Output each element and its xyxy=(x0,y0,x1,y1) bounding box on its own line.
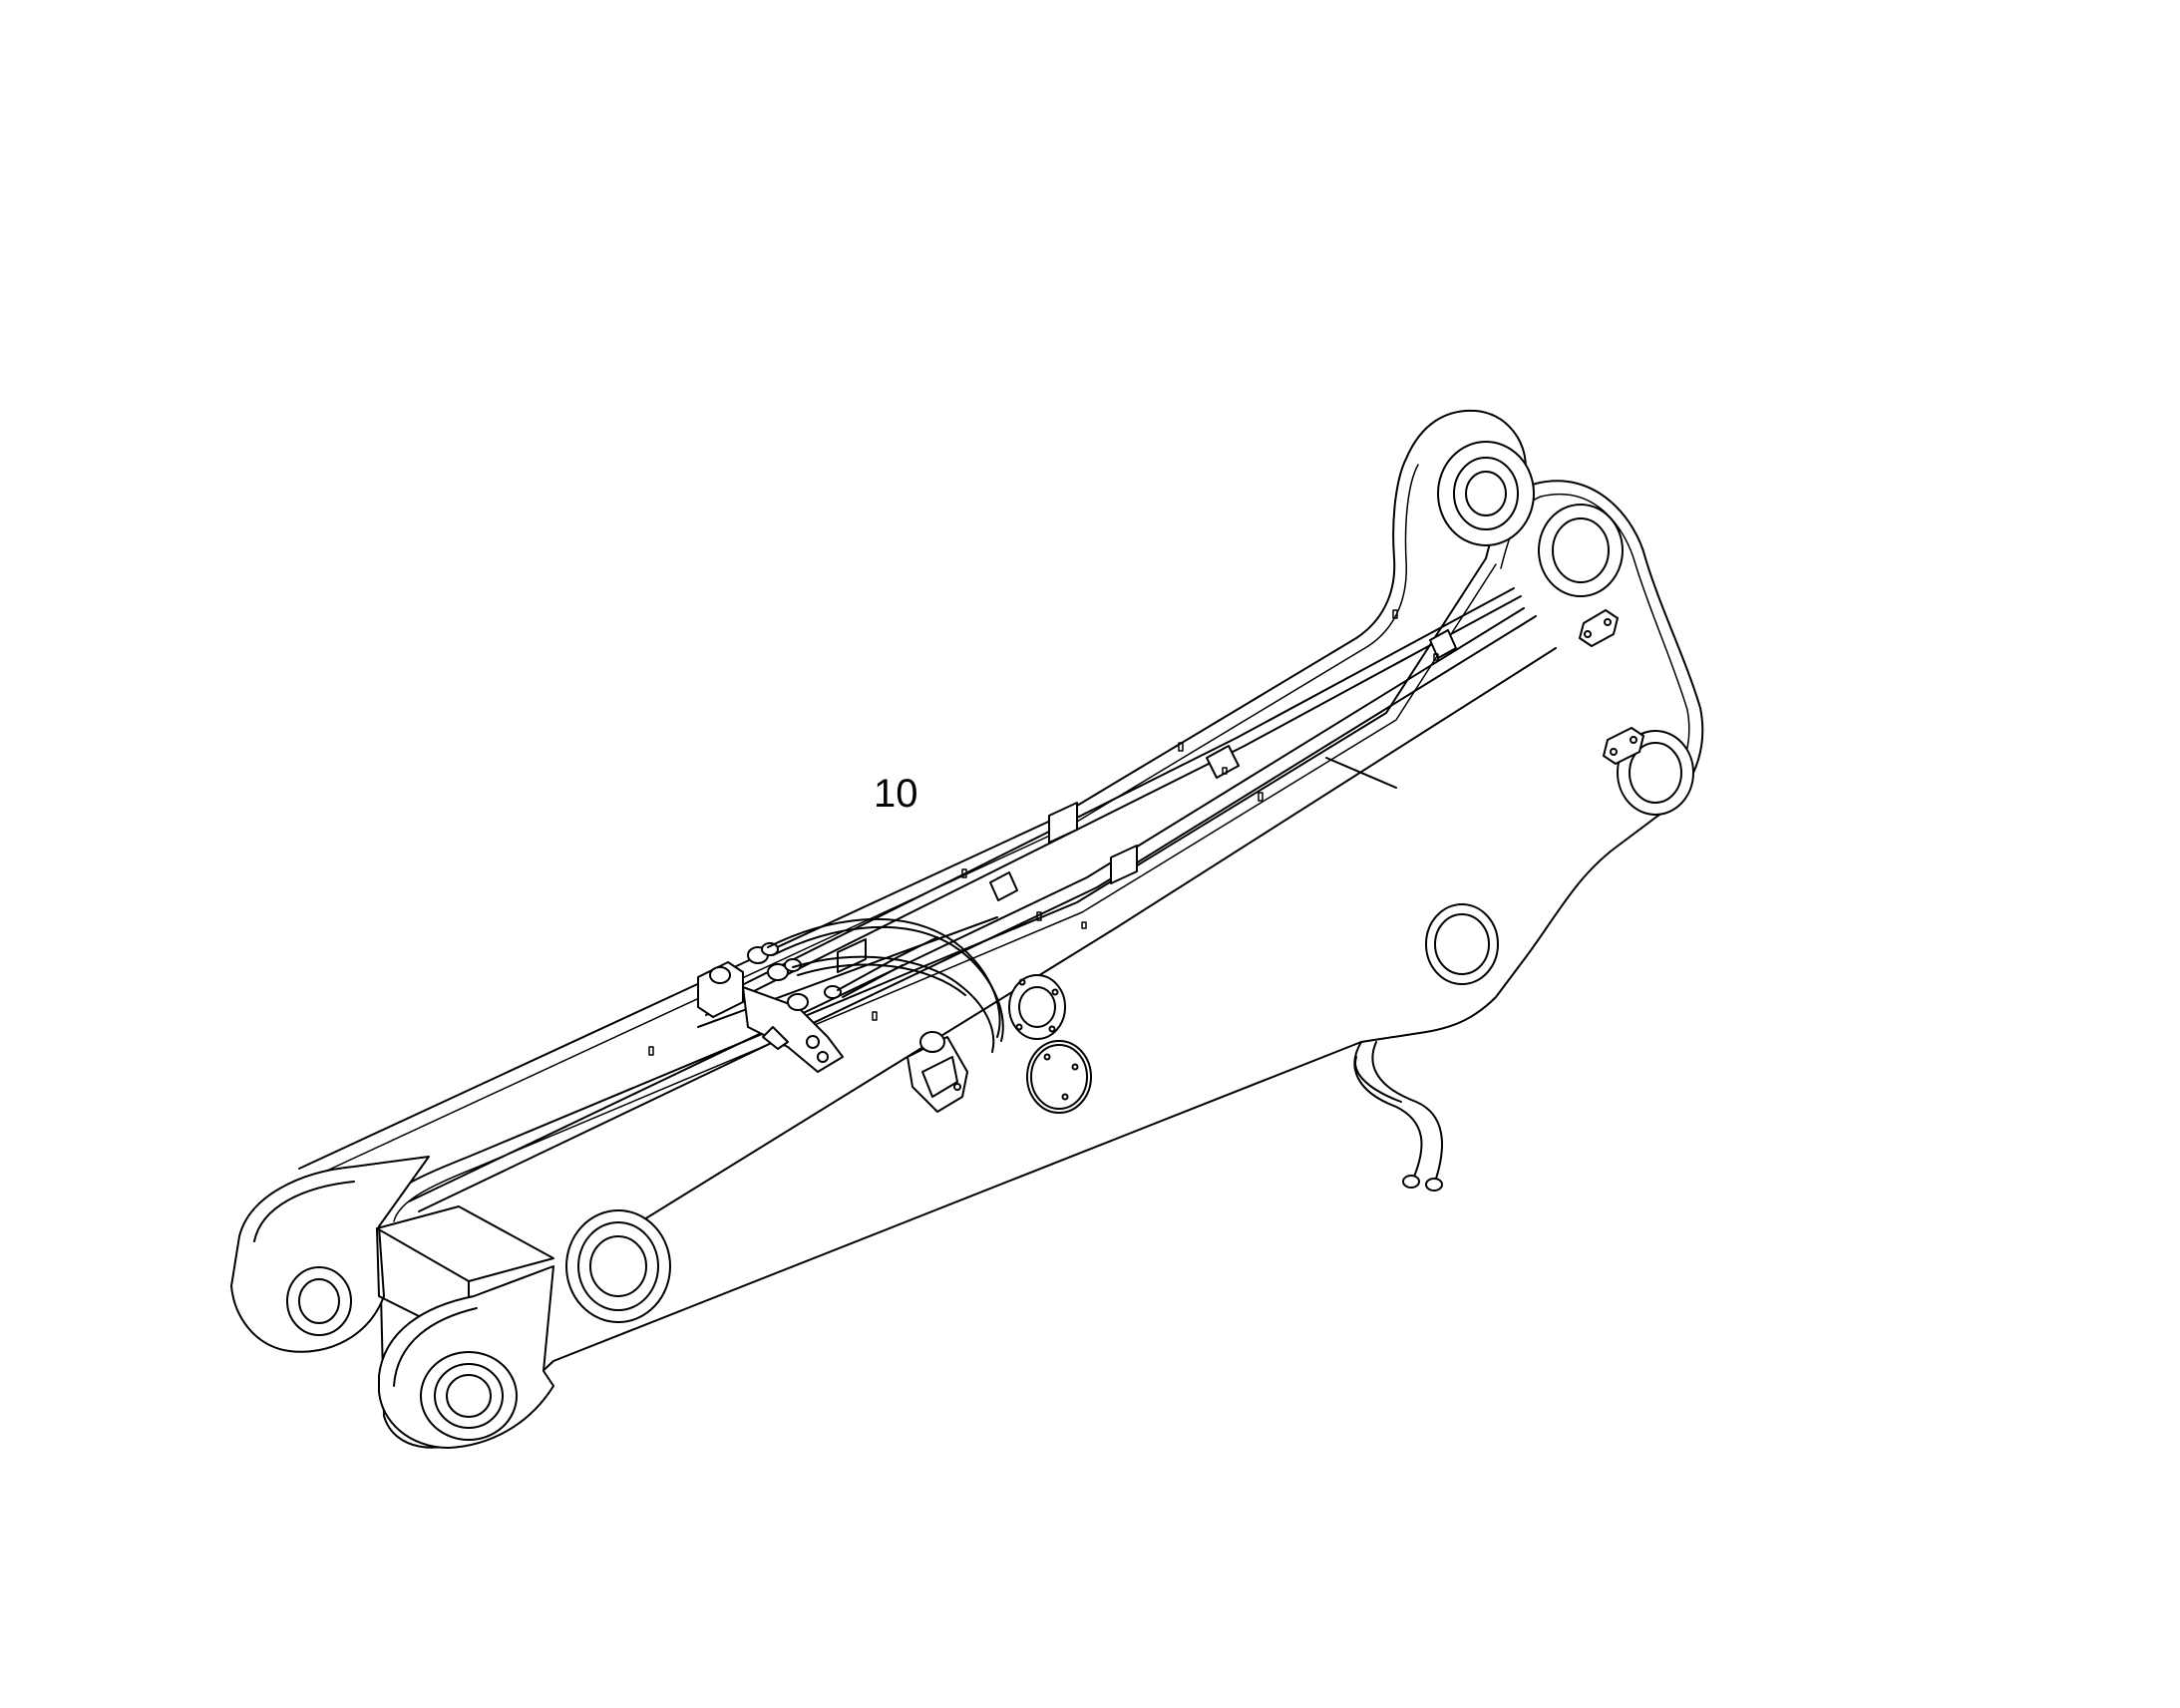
front-boss-far xyxy=(1437,441,1535,546)
pipe-clamp-2 xyxy=(1206,745,1240,779)
mounting-flange xyxy=(1008,974,1066,1040)
boom-rear-lug-near xyxy=(378,1265,554,1449)
boom-side-plate xyxy=(378,480,1704,1449)
hose-bracket-lower xyxy=(1603,727,1644,765)
boom-cylinder-boss xyxy=(1425,903,1499,985)
electrical-connector xyxy=(907,1031,968,1113)
round-cover-plate xyxy=(1026,1040,1092,1114)
boom-rear-lug-far xyxy=(230,1156,430,1353)
pipe-clamp-3 xyxy=(1429,629,1457,659)
lifting-pad-1 xyxy=(1048,802,1078,844)
valve-block xyxy=(697,961,844,1073)
callout-label-10: 10 xyxy=(874,772,918,816)
boom-top-flange xyxy=(298,409,1557,1267)
hose-fitting-2 xyxy=(767,958,802,981)
foot-pin-boss xyxy=(565,1209,671,1323)
rivet-marks xyxy=(648,609,1439,1056)
front-boss-near xyxy=(1538,504,1624,597)
lower-hydraulic-pipes xyxy=(1353,1041,1443,1192)
hose-fitting-3 xyxy=(787,985,842,1011)
hose-bracket-upper xyxy=(1579,609,1619,647)
pipe-clamp-1 xyxy=(989,871,1018,901)
flexible-hoses xyxy=(767,917,1004,1053)
lifting-pad-2 xyxy=(1110,845,1138,884)
hose-fitting-1 xyxy=(747,942,779,964)
